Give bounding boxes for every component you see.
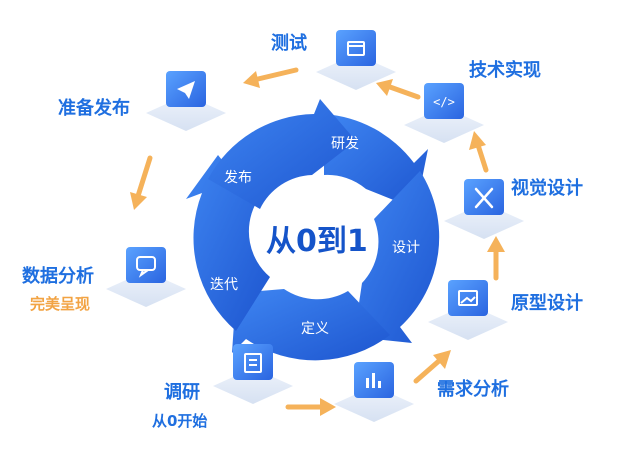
stage-device-research bbox=[213, 344, 293, 404]
arrow-research-to-req bbox=[285, 398, 336, 416]
arrow-proto-to-visual bbox=[487, 236, 505, 281]
stage-label-proto: 原型设计 bbox=[511, 293, 583, 314]
bar-chart-icon bbox=[366, 373, 381, 388]
stage-label-research: 调研 bbox=[164, 382, 200, 403]
stage-label-test: 测试 bbox=[271, 33, 307, 54]
stage-sub-research: 从0开始 bbox=[152, 412, 208, 430]
stage-label-data: 数据分析 bbox=[22, 266, 94, 287]
browser-window-icon bbox=[347, 41, 365, 56]
stage-device-visual bbox=[444, 179, 524, 239]
cycle-label-iterate: 迭代 bbox=[210, 277, 238, 293]
flow-arrows bbox=[130, 67, 505, 416]
cycle-segment-design bbox=[354, 171, 440, 343]
device-screen bbox=[126, 247, 166, 283]
center-title: 从0到1 bbox=[266, 224, 368, 259]
stage-device-release bbox=[146, 71, 226, 131]
stage-device-data bbox=[106, 247, 186, 307]
device-pad bbox=[428, 304, 508, 340]
cycle-segment-define bbox=[232, 289, 390, 361]
stage-device-req bbox=[334, 362, 414, 422]
cycle-label-release: 发布 bbox=[224, 170, 252, 186]
device-screen bbox=[233, 344, 273, 380]
cycle-label-research: 研发 bbox=[331, 136, 359, 152]
stage-label-release: 准备发布 bbox=[58, 98, 130, 119]
device-pad bbox=[213, 368, 293, 404]
arrow-release-to-data bbox=[130, 155, 153, 210]
chat-icon bbox=[136, 256, 156, 278]
stage-label-req: 需求分析 bbox=[437, 379, 509, 400]
cycle-label-define: 定义 bbox=[301, 321, 329, 337]
cycle-label-design: 设计 bbox=[392, 240, 420, 256]
arrow-visual-to-tech bbox=[469, 131, 489, 173]
arrow-test-to-release bbox=[243, 67, 299, 88]
document-icon bbox=[244, 353, 262, 373]
code-icon: </> bbox=[433, 95, 455, 109]
tools-icon bbox=[474, 187, 494, 209]
cycle-ring bbox=[186, 99, 440, 361]
cycle-segment-release bbox=[208, 99, 356, 209]
stage-label-visual: 视觉设计 bbox=[511, 178, 583, 199]
device-pad bbox=[334, 386, 414, 422]
cycle-center bbox=[256, 177, 376, 297]
device-pad bbox=[316, 54, 396, 90]
stage-device-tech: </> bbox=[404, 83, 484, 143]
device-pad bbox=[444, 203, 524, 239]
device-pad bbox=[404, 107, 484, 143]
image-icon bbox=[458, 290, 478, 306]
device-screen bbox=[424, 83, 464, 119]
arrow-tech-to-test bbox=[376, 79, 421, 100]
stage-label-tech: 技术实现 bbox=[469, 60, 541, 81]
paper-plane-icon bbox=[177, 81, 195, 99]
device-pad bbox=[146, 95, 226, 131]
stage-sub-data: 完美呈现 bbox=[30, 295, 91, 313]
device-pad bbox=[106, 271, 186, 307]
arrow-req-to-proto bbox=[413, 350, 451, 384]
device-screen bbox=[336, 30, 376, 66]
stage-device-test bbox=[316, 30, 396, 90]
stage-device-proto bbox=[428, 280, 508, 340]
